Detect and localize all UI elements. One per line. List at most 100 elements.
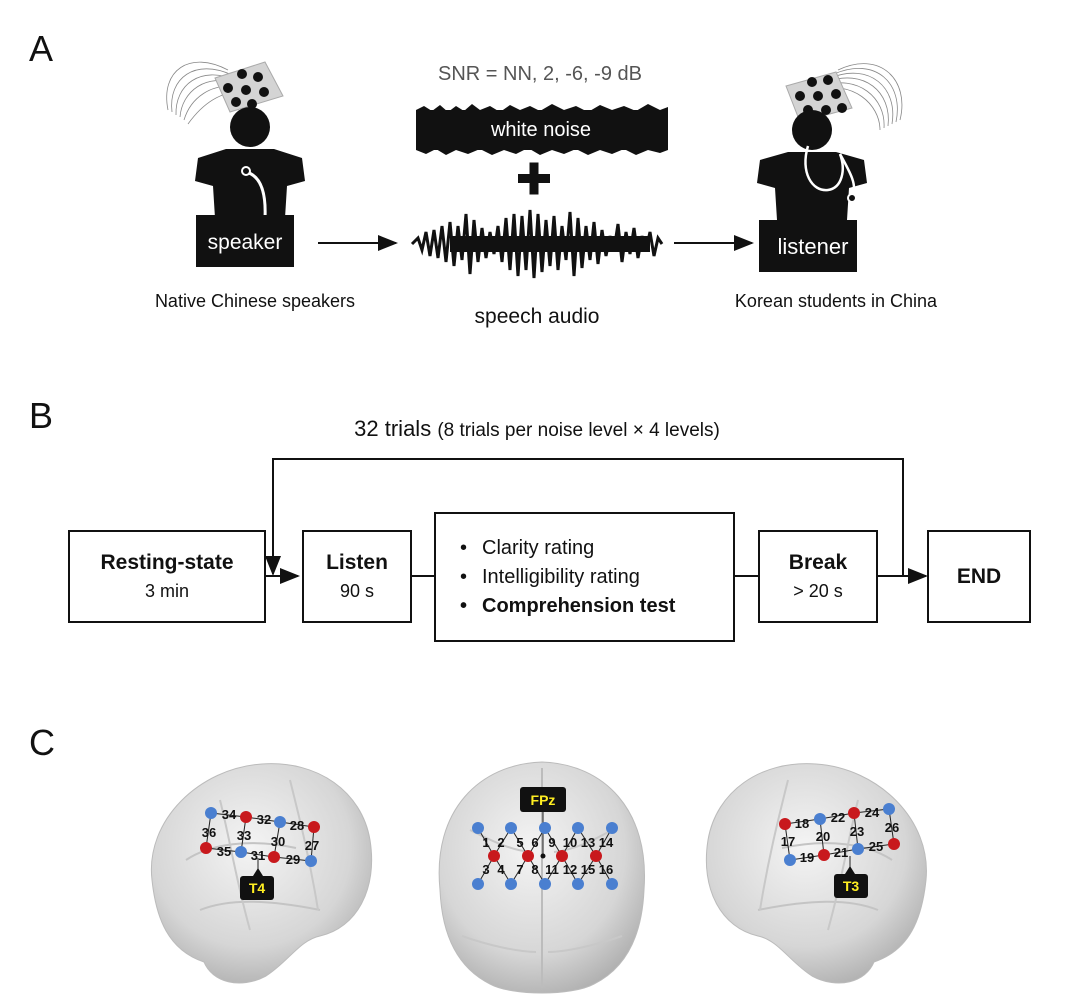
break-box: Break > 20 s — [758, 530, 878, 623]
left-optode-8 — [888, 838, 900, 850]
channel-33: 33 — [237, 828, 251, 843]
panel-a-graphic: SNR = NN, 2, -6, -9 dB white noise speak… — [155, 61, 938, 328]
end-label: END — [956, 564, 1002, 588]
channel-10: 10 — [563, 835, 577, 850]
trials-caption: 32 trials (8 trials per noise level × 4 … — [0, 416, 1074, 442]
break-duration: > 20 s — [793, 581, 843, 601]
panel-a-letter: A — [29, 28, 54, 69]
channel-16: 16 — [599, 862, 613, 877]
channel-36: 36 — [202, 825, 216, 840]
t3-landmark-badge: T3 — [834, 866, 868, 898]
fpz-landmark-badge: FPz — [520, 787, 566, 812]
tasks-box: Clarity rating Intelligibility rating Co… — [434, 512, 735, 642]
channel-26: 26 — [885, 820, 899, 835]
front-optode-9 — [590, 850, 602, 862]
task-comprehension: Comprehension test — [460, 592, 675, 621]
snr-text: SNR = NN, 2, -6, -9 dB — [438, 63, 642, 85]
brain-right-view — [150, 763, 373, 984]
left-optode-7 — [852, 843, 864, 855]
right-optode-3 — [274, 816, 286, 828]
channel-11: 11 — [545, 862, 559, 877]
fpz-label: FPz — [531, 792, 556, 808]
channel-23: 23 — [850, 824, 864, 839]
front-optode-14 — [606, 878, 618, 890]
left-view-channel-labels: 18 22 24 26 17 20 23 19 21 25 — [781, 805, 899, 865]
channel-22: 22 — [831, 810, 845, 825]
left-optode-1 — [779, 818, 791, 830]
brain-left-view — [705, 763, 927, 984]
task-intelligibility: Intelligibility rating — [460, 563, 675, 592]
plus-icon — [518, 162, 550, 195]
listen-duration: 90 s — [339, 581, 375, 601]
channel-35: 35 — [217, 844, 231, 859]
left-optode-6 — [818, 849, 830, 861]
channel-19: 19 — [800, 850, 814, 865]
listener-icon — [757, 63, 903, 272]
right-view-optodes — [200, 807, 320, 867]
right-optode-2 — [240, 811, 252, 823]
left-optode-5 — [784, 854, 796, 866]
task-list: Clarity rating Intelligibility rating Co… — [436, 534, 675, 621]
channel-2: 2 — [497, 835, 504, 850]
front-optode-7 — [522, 850, 534, 862]
channel-34: 34 — [222, 807, 237, 822]
channel-17: 17 — [781, 834, 795, 849]
resting-state-duration: 3 min — [144, 581, 189, 601]
channel-28: 28 — [290, 818, 304, 833]
right-optode-7 — [268, 851, 280, 863]
t4-label: T4 — [249, 880, 266, 896]
channel-20: 20 — [816, 829, 830, 844]
left-optode-4 — [883, 803, 895, 815]
channel-3: 3 — [482, 862, 489, 877]
t3-label: T3 — [843, 878, 860, 894]
right-optode-4 — [308, 821, 320, 833]
panel-c-brains: 34 32 28 36 33 30 27 35 31 29 T4 — [150, 761, 927, 994]
channel-12: 12 — [563, 862, 577, 877]
end-box: END — [927, 530, 1031, 623]
left-optode-2 — [814, 813, 826, 825]
front-optode-10 — [472, 878, 484, 890]
channel-14: 14 — [599, 835, 614, 850]
task-clarity: Clarity rating — [460, 534, 675, 563]
channel-1: 1 — [482, 835, 489, 850]
channel-32: 32 — [257, 812, 271, 827]
left-view-optodes — [779, 803, 900, 866]
noise-label: white noise — [490, 119, 591, 141]
front-optode-8 — [556, 850, 568, 862]
panel-b-letter: B — [29, 395, 54, 436]
front-optode-6 — [488, 850, 500, 862]
front-optode-4 — [572, 822, 584, 834]
front-view-optodes — [472, 822, 618, 890]
right-optode-5 — [200, 842, 212, 854]
channel-25: 25 — [869, 839, 883, 854]
left-optode-3 — [848, 807, 860, 819]
right-optode-8 — [305, 855, 317, 867]
front-optode-11 — [505, 878, 517, 890]
speech-audio-waveform — [410, 209, 664, 279]
front-optode-3 — [539, 822, 551, 834]
white-noise-waveform — [416, 104, 668, 155]
trial-loop-line — [265, 458, 904, 576]
listen-box: Listen 90 s — [302, 530, 412, 623]
channel-18: 18 — [795, 816, 809, 831]
resting-state-title: Resting-state — [100, 551, 234, 574]
front-optode-1 — [472, 822, 484, 834]
audio-caption: speech audio — [475, 305, 600, 328]
channel-9: 9 — [548, 835, 555, 850]
channel-24: 24 — [865, 805, 880, 820]
trials-count: 32 trials — [354, 416, 432, 441]
channel-4: 4 — [497, 862, 505, 877]
speaker-label: speaker — [208, 231, 283, 254]
channel-30: 30 — [271, 834, 285, 849]
front-optode-2 — [505, 822, 517, 834]
channel-15: 15 — [581, 862, 595, 877]
trials-detail: (8 trials per noise level × 4 levels) — [437, 420, 720, 441]
channel-5: 5 — [516, 835, 523, 850]
flow-connectors — [265, 458, 928, 584]
channel-31: 31 — [251, 848, 265, 863]
listener-label: listener — [778, 234, 849, 259]
right-view-channel-labels: 34 32 28 36 33 30 27 35 31 29 — [202, 807, 319, 867]
listen-title: Listen — [326, 551, 388, 574]
channel-6: 6 — [531, 835, 538, 850]
channel-21: 21 — [834, 845, 848, 860]
